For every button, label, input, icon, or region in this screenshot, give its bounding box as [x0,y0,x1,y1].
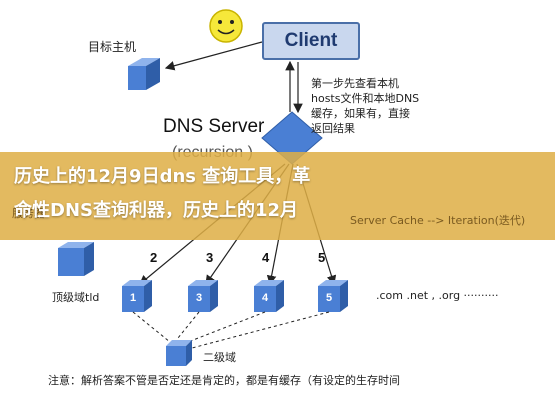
footer-note: 注意：解析答案不管是否定还是肯定的，都是有缓存（有设定的生存时间 [48,374,400,387]
user-smiley-icon [209,9,243,43]
tld-cube-3 [188,280,218,312]
tld-cube-4 [254,280,284,312]
step-label-2: 2 [150,250,158,265]
step-label-4: 4 [262,250,270,265]
tld-examples: .com .net , .org ·········· [376,289,499,302]
tld-node-label-4: 4 [261,292,269,304]
banner-title: 历史上的12月9日dns 查询工具，革 命性DNS查询利器，历史上的12月 [14,160,544,228]
server-cache-label: Server Cache --> Iteration(迭代) [350,214,526,227]
client-node: Client [262,22,360,60]
tld-node-label-5: 5 [325,292,333,304]
note-line: hosts文件和本地DNS [311,92,420,105]
root-server-cube [58,242,94,276]
tld-cube-5 [318,280,348,312]
arrow-client-to-host [164,41,263,71]
second-level-cube [166,340,192,366]
tld-label: 顶级域tld [52,291,100,304]
tld-node-label-3: 3 [195,292,203,304]
server-left-label: 服务器 [12,207,45,220]
target-host-cube [128,58,160,90]
note-first-step: 第一步先查看本机 hosts文件和本地DNS 缓存，如果有，直接 返回结果 [311,76,459,136]
target-host-label: 目标主机 [88,40,137,54]
banner-line-1: 历史上的12月9日dns 查询工具，革 [14,166,311,187]
note-line: 第一步先查看本机 [311,77,399,90]
banner-line-2: 命性DNS查询利器，历史上的12月 [14,200,299,221]
step-label-5: 5 [318,250,326,265]
dashed-links [132,311,330,349]
second-level-label: 二级域 [203,351,236,364]
tld-node-label-1: 1 [129,292,137,304]
title-banner [0,152,555,240]
note-line: 返回结果 [311,122,355,135]
note-line: 缓存，如果有，直接 [311,107,410,120]
step-label-3: 3 [206,250,214,265]
dns-server-label: DNS Server [163,116,265,137]
tld-cube-1 [122,280,152,312]
